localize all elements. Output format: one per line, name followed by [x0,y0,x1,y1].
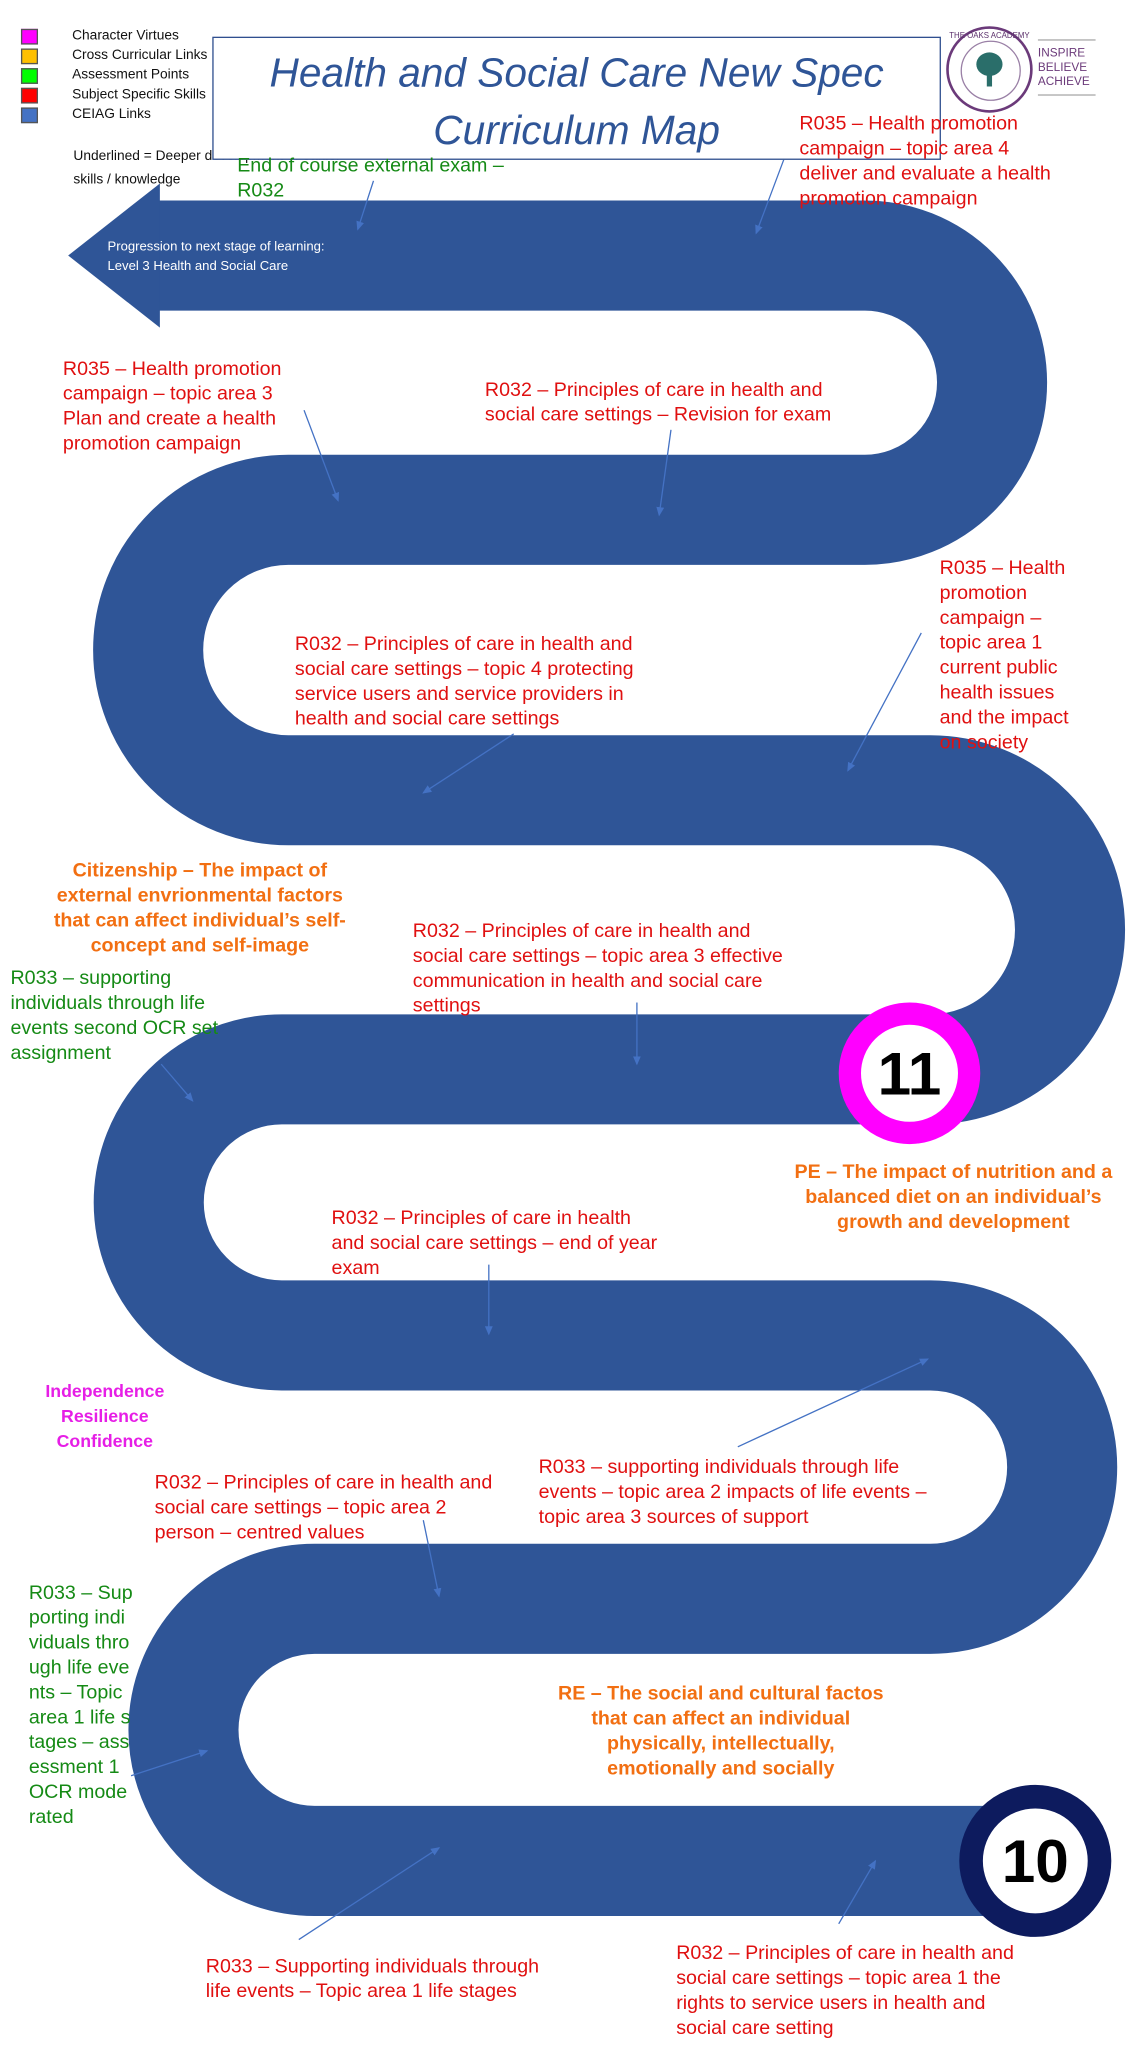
swatch-icon [20,106,39,123]
pointer-arrow [160,1063,194,1102]
label-r035-topic3: R035 – Health promotion campaign – topic… [62,357,282,455]
motto-word: BELIEVE [1037,60,1088,74]
pointer-arrow [422,1520,442,1598]
swatch-icon [20,87,39,103]
tree-icon [976,52,1003,77]
label-r035-topic4: R035 – Health promotion campaign – topic… [799,112,1051,210]
pointer-arrow [130,1749,209,1777]
label-r033-second-assignment: R033 – supporting individuals through li… [10,967,219,1065]
label-pe: PE – The impact of nutrition and a balan… [794,1161,1113,1234]
swatch-icon [20,67,39,84]
road-arrowhead [68,183,160,328]
character-virtues: Independence Resilience Confidence [26,1379,183,1454]
label-r032-topic1: R032 – Principles of care in health and … [676,1942,1014,2040]
motto-word: ACHIEVE [1037,74,1090,88]
legend-item: Cross Curricular Links [20,46,208,66]
legend-item: Character Virtues [20,26,207,46]
label-re: RE – The social and cultural factos that… [558,1682,884,1780]
legend-label: CEIAG Links [72,106,151,122]
page-title: Health and Social Care New Spec Curricul… [212,36,941,160]
swatch-icon [20,28,39,44]
virtue-independence: Independence [45,1381,165,1401]
label-r032-revision: R032 – Principles of care in health and … [484,378,832,426]
pointer-arrows [130,128,930,1941]
label-r032-topic3: R032 – Principles of care in health and … [412,919,783,1017]
label-r032-end-of-year: R032 – Principles of care in health and … [331,1206,658,1280]
label-r032-topic2: R032 – Principles of care in health and … [154,1471,493,1544]
year-11-badge: 11 [838,1002,981,1145]
pointer-arrow [737,1358,930,1448]
tree-trunk-icon [986,73,993,87]
legend-label: Cross Curricular Links [72,47,208,63]
progression-line: Progression to next stage of learning: [107,239,325,255]
pointer-arrow [656,429,672,517]
title-line: Health and Social Care New Spec [269,49,884,96]
logo-text: THE OAKS ACADEMY [949,32,1030,41]
motto-word: INSPIRE [1037,45,1086,59]
legend-label: Subject Specific Skills [72,86,206,103]
legend: Character Virtues Cross Curricular Links… [20,26,208,125]
swatch-icon [20,47,39,64]
progression-label: Progression to next stage of learning: L… [107,237,324,276]
label-external-exam: End of course external exam – R032 [237,154,504,202]
virtue-resilience: Resilience [61,1406,149,1426]
virtue-confidence: Confidence [56,1431,154,1451]
label-r032-topic4: R032 – Principles of care in health and … [294,632,634,730]
pointer-arrow [838,1859,877,1925]
legend-item: CEIAG Links [20,105,207,125]
school-logo: THE OAKS ACADEMY [946,26,1033,113]
logo-ring [960,40,1021,101]
pointer-arrow [298,1847,441,1941]
pointer-arrow [847,632,922,772]
label-r033-topic2-3: R033 – supporting individuals through li… [538,1455,927,1529]
label-r033-assessment1: R033 – Supporting individuals through li… [28,1581,133,1829]
label-citizenship: Citizenship – The impact of external env… [53,859,346,957]
legend-item: Assessment Points [20,66,207,86]
legend-label: Character Virtues [72,27,179,44]
pointer-arrow [303,409,340,502]
pointer-arrow [422,733,515,794]
school-motto: INSPIRE BELIEVE ACHIEVE [1037,39,1096,96]
pointer-arrow [356,180,375,231]
legend-item: Subject Specific Skills [20,85,207,105]
legend-label: Assessment Points [72,66,190,83]
year-10-badge: 10 [959,1784,1112,1937]
label-r033-topic1: R033 – Supporting individuals through li… [205,1955,540,2003]
progression-line: Level 3 Health and Social Care [107,259,289,274]
label-r035-topic1: R035 – Health promotion campaign – topic… [939,556,1069,754]
title-line: Curriculum Map [433,107,720,154]
